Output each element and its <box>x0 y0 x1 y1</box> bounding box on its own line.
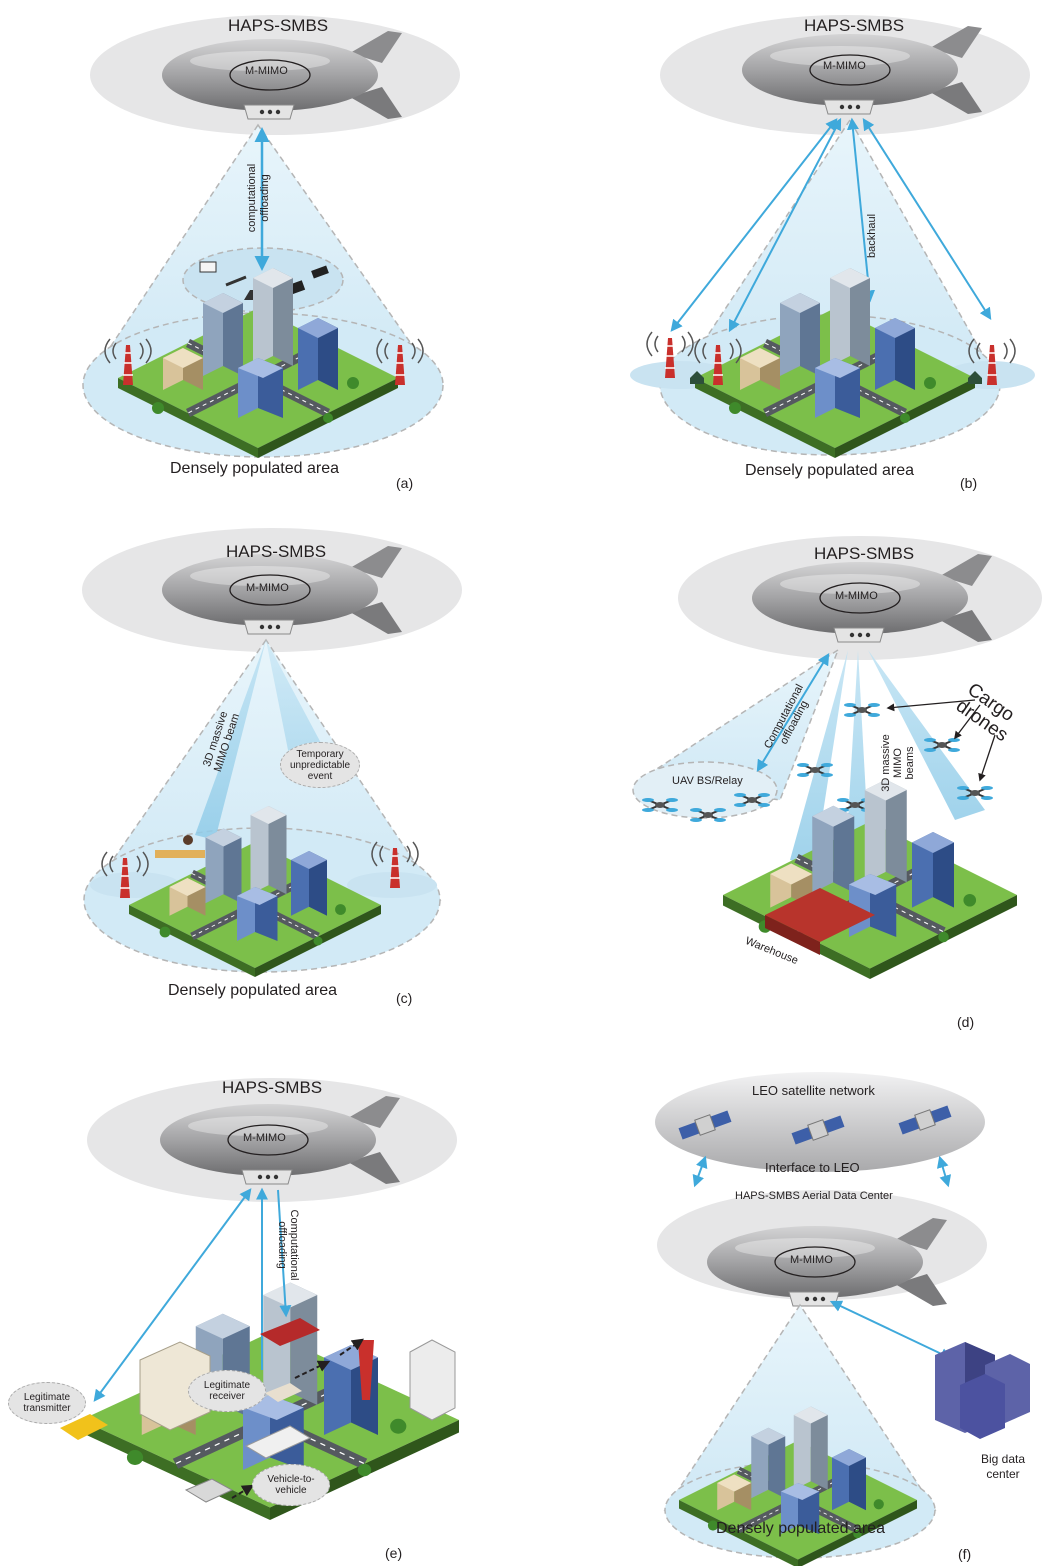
v2v-link <box>339 1338 364 1356</box>
panel-a-title: HAPS-SMBS <box>228 16 329 35</box>
phone-icon <box>311 265 329 279</box>
panel-e <box>60 1078 459 1520</box>
panel-e-tag: (e) <box>385 1545 403 1561</box>
panel-c-caption: Densely populated area <box>168 982 338 999</box>
panel-f-datacenter-label: Big data center <box>980 1452 1026 1481</box>
car-icon <box>184 1478 234 1503</box>
panel-f-interface-label: Interface to LEO <box>765 1160 860 1175</box>
v2v-link <box>294 1360 331 1379</box>
drone-icon <box>225 275 247 287</box>
mimo-beam <box>266 640 330 770</box>
building-icon <box>409 1339 456 1421</box>
offloading-arrow <box>756 652 830 773</box>
pointer-arrow <box>978 734 996 782</box>
panel-a-mimo-label: M-MIMO <box>245 65 288 77</box>
panel-e-v2v-badge: Vehicle-to-vehicle <box>252 1464 330 1506</box>
panel-d-mimo-label: M-MIMO <box>835 590 878 602</box>
panel-d-beams-label: 3D massive MIMO beams <box>880 734 916 792</box>
datacenter-arrow <box>829 1300 953 1360</box>
pointer-arrow <box>886 699 976 712</box>
panel-c <box>82 528 462 977</box>
router-icon <box>199 261 217 273</box>
bus-icon <box>244 1425 312 1459</box>
panel-b-tag: (b) <box>960 475 978 491</box>
panel-b-mimo-label: M-MIMO <box>823 60 866 72</box>
panel-a-link-label: computational offloading <box>246 163 271 233</box>
panel-a <box>82 15 460 458</box>
mimo-beam <box>195 640 266 840</box>
panel-f-title: HAPS-SMBS Aerial Data Center <box>735 1190 893 1202</box>
panel-e-link-label: Computational offloading <box>276 1209 300 1281</box>
v2v-link <box>231 1484 255 1499</box>
panel-d-relay-label: UAV BS/Relay <box>672 775 743 787</box>
panel-f-tag: (f) <box>958 1546 972 1562</box>
server-rack-icon <box>935 1342 1030 1439</box>
eavesdrop-arrow <box>93 1188 252 1402</box>
panel-b-caption: Densely populated area <box>745 462 915 479</box>
leo-interface-arrow <box>692 1155 708 1188</box>
mimo-beam <box>868 650 985 820</box>
pointer-arrow <box>954 704 981 740</box>
panel-c-title: HAPS-SMBS <box>226 542 327 561</box>
panel-e-mimo-label: M-MIMO <box>243 1132 286 1144</box>
panel-b-link-label: backhaul <box>866 213 878 258</box>
panel-d-tag: (d) <box>957 1014 975 1030</box>
panel-e-receiver-badge: Legitimate receiver <box>188 1370 266 1412</box>
person-icon <box>183 835 193 845</box>
panel-c-mimo-label: M-MIMO <box>246 582 289 594</box>
leo-interface-arrow <box>936 1155 952 1188</box>
relay-zone <box>632 761 778 819</box>
panel-e-title: HAPS-SMBS <box>222 1078 323 1097</box>
panel-c-tag: (c) <box>396 990 413 1006</box>
panel-d-title: HAPS-SMBS <box>814 544 915 563</box>
panel-f-mimo-label: M-MIMO <box>790 1254 833 1266</box>
cargo-drone <box>843 702 881 718</box>
panel-e-transmitter-badge: Legitimate transmitter <box>8 1382 86 1424</box>
panel-b-title: HAPS-SMBS <box>804 16 905 35</box>
panel-f-caption: Densely populated area <box>716 1520 886 1537</box>
building-icon <box>139 1341 211 1431</box>
house-icon <box>690 371 704 384</box>
offloading-arrow <box>277 1189 292 1318</box>
desk-icon <box>155 850 205 858</box>
panel-c-event-badge: Temporary unpredictable event <box>280 742 360 788</box>
panel-a-caption: Densely populated area <box>170 460 340 477</box>
panel-f <box>655 1072 1030 1566</box>
warehouse-icon <box>765 915 820 955</box>
backhaul-arrow <box>728 117 842 333</box>
panel-f-leo-label: LEO satellite network <box>752 1083 875 1098</box>
house-icon <box>968 371 982 384</box>
panel-a-tag: (a) <box>396 475 414 491</box>
backhaul-arrow <box>862 117 992 321</box>
car-icon <box>60 1414 108 1440</box>
cell-tower-icon <box>358 1340 374 1400</box>
panel-b <box>630 15 1035 458</box>
panel-d <box>632 536 1042 979</box>
car-icon <box>260 1318 320 1346</box>
car-icon <box>265 1383 302 1402</box>
